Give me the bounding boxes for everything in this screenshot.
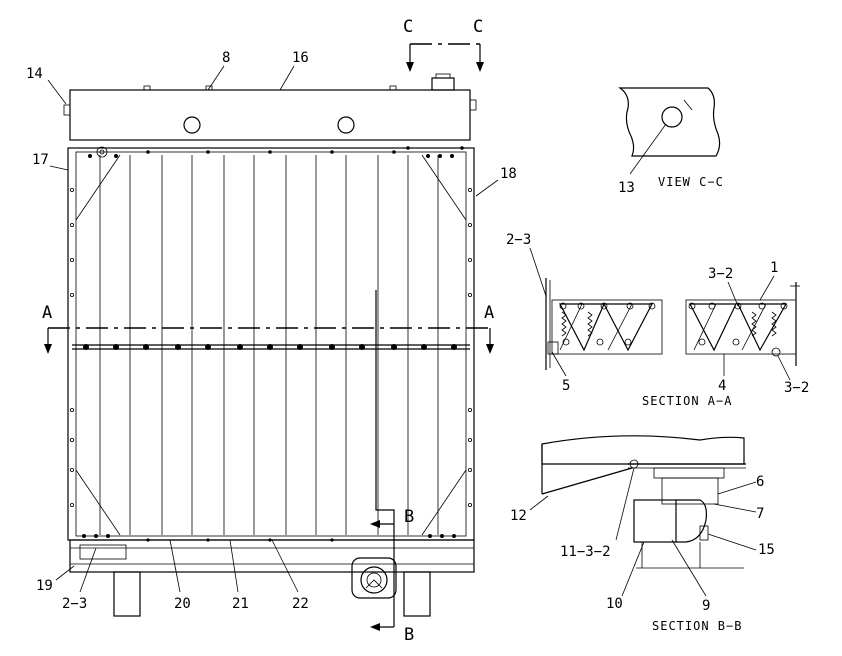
- label-4: 4: [718, 378, 726, 394]
- section-a-a: 2−3 5 3−2 1 4 3−2 SECTION A−A: [506, 232, 809, 408]
- label-20: 20: [174, 596, 191, 612]
- label-5: 5: [562, 378, 570, 394]
- label-2-3-main: 2−3: [62, 596, 87, 612]
- label-19: 19: [36, 578, 53, 594]
- bottom-outlet-right: [403, 571, 431, 617]
- bottom-outlet-left: [113, 571, 141, 617]
- label-3-2-bottom: 3−2: [784, 380, 809, 396]
- section-b-marker-top: B: [404, 507, 414, 527]
- label-8: 8: [222, 50, 230, 66]
- section-a-a-caption: SECTION A−A: [642, 394, 732, 408]
- label-7: 7: [756, 506, 764, 522]
- label-12: 12: [510, 508, 527, 524]
- label-1: 1: [770, 260, 778, 276]
- label-14: 14: [26, 66, 43, 82]
- label-10: 10: [606, 596, 623, 612]
- section-b-b-caption: SECTION B−B: [652, 619, 742, 633]
- support-bar: [72, 344, 470, 350]
- bottom-tank: [69, 539, 475, 573]
- view-c-markers: C C: [403, 17, 484, 72]
- view-c-c: 13 VIEW C−C: [618, 87, 724, 196]
- label-17: 17: [32, 152, 49, 168]
- label-21: 21: [232, 596, 249, 612]
- view-c-c-caption: VIEW C−C: [658, 175, 724, 189]
- label-16: 16: [292, 50, 309, 66]
- top-tank: [69, 89, 471, 141]
- view-c-marker-left: C: [403, 17, 413, 37]
- section-a-marker-left: A: [42, 303, 52, 323]
- main-view-callouts: 8 16 14 17 18 19 2−3 20 21 22: [26, 50, 517, 612]
- label-3-2-top: 3−2: [708, 266, 733, 282]
- core-frame: [67, 147, 475, 541]
- filler-cap: [431, 77, 455, 91]
- section-b-b: 6 7 15 12 11−3−2 10 9 SECTION B−B: [510, 435, 775, 633]
- section-b-cut-line: B B: [370, 290, 414, 645]
- radiator-main-view: [63, 73, 477, 617]
- label-6: 6: [756, 474, 764, 490]
- drain-fitting: [351, 557, 397, 599]
- label-11-3-2: 11−3−2: [560, 544, 611, 560]
- tank-port-left: [183, 116, 201, 134]
- section-b-marker-bottom: B: [404, 625, 414, 645]
- section-a-cut-line: A A: [42, 303, 494, 354]
- label-2-3-section: 2−3: [506, 232, 531, 248]
- label-9: 9: [702, 598, 710, 614]
- view-c-marker-right: C: [473, 17, 483, 37]
- section-a-marker-right: A: [484, 303, 494, 323]
- label-15: 15: [758, 542, 775, 558]
- label-13: 13: [618, 180, 635, 196]
- label-18: 18: [500, 166, 517, 182]
- label-22: 22: [292, 596, 309, 612]
- tank-port-right: [337, 116, 355, 134]
